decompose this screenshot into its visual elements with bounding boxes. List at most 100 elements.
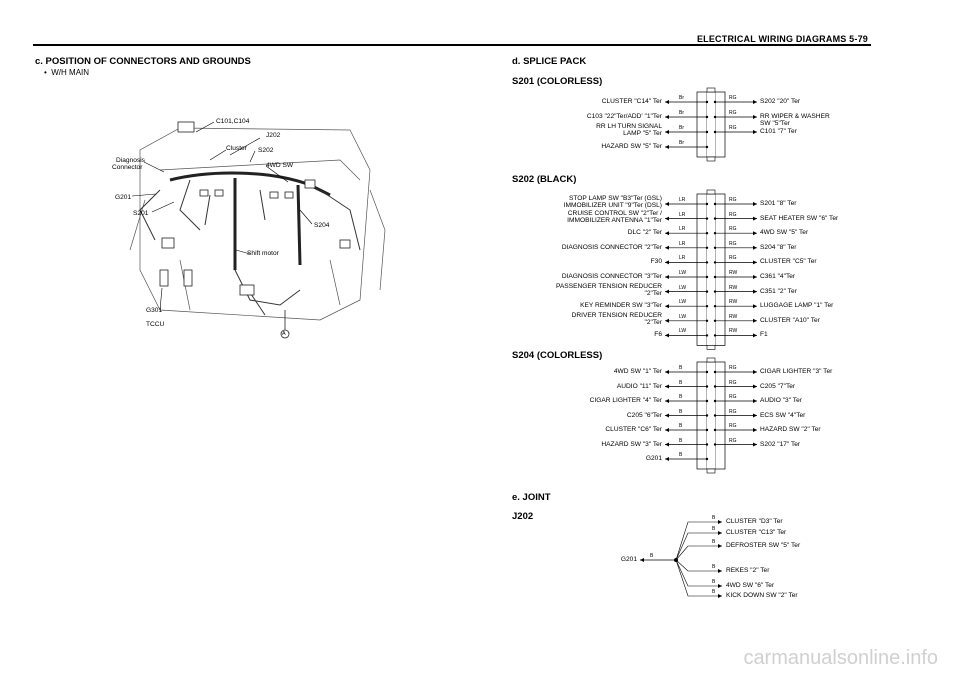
s204-left-arrow xyxy=(665,384,669,389)
s202-right-label: S201 "8" Ter xyxy=(760,200,797,207)
s202-title: S202 (BLACK) xyxy=(512,174,577,185)
joint-branch-label: 4WD SW "6" Ter xyxy=(726,582,775,589)
s202-pin xyxy=(713,202,717,206)
label-a: A xyxy=(282,331,286,337)
s204-box xyxy=(696,361,726,470)
s202-right-arrow xyxy=(753,216,757,221)
s202-right-arrow xyxy=(753,231,757,236)
joint-branch-arrow xyxy=(718,544,722,548)
label-g201: G201 xyxy=(115,194,132,201)
s202-right-label: C351 "2" Ter xyxy=(760,287,797,295)
s202-pin xyxy=(705,217,709,220)
s202-left-label-line2: "2"Ter xyxy=(644,318,662,326)
s204-pin xyxy=(705,385,709,388)
s204-left-label: CIGAR LIGHTER "4" Ter xyxy=(589,397,662,404)
s202-left-label: F30 xyxy=(650,258,662,266)
s202-right-wire-color: RW xyxy=(729,313,738,320)
label-tccu: TCCU xyxy=(146,321,165,328)
label-4wd-sw: 4WD SW xyxy=(266,162,294,169)
s204-pin xyxy=(705,399,709,403)
s202-pin xyxy=(713,334,717,337)
s202-right-arrow xyxy=(753,318,757,323)
s204-left-arrow xyxy=(665,413,669,418)
joint-branch-arrow xyxy=(718,531,722,535)
s202-left-label: STOP LAMP SW "B3"Ter (GSL) xyxy=(569,195,662,202)
s202-right-label: CLUSTER "A10" Ter xyxy=(760,316,820,324)
s201-left-wire-color: Br xyxy=(679,125,684,131)
s202-left-wire-color: LR xyxy=(679,226,686,233)
s202-right-wire-color: RG xyxy=(729,240,737,247)
s202-pin xyxy=(705,275,709,279)
s201-left-arrow xyxy=(665,115,669,119)
s201-tab-bottom xyxy=(706,156,716,162)
s202-left-label: KEY REMINDER SW "3"Ter xyxy=(580,302,662,310)
s201-right-label-line2: SW "5"Ter xyxy=(760,120,790,127)
bullet-item: • W/H MAIN xyxy=(44,68,90,77)
s202-left-wire-color: LR xyxy=(679,197,686,203)
s204-right-label: CIGAR LIGHTER "3" Ter xyxy=(760,368,833,375)
s201-left-wire-color: Br xyxy=(679,140,684,146)
s202-pin xyxy=(713,261,717,264)
s204-right-wire-color: RG xyxy=(729,394,737,400)
s204-right-wire-color: RG xyxy=(729,423,737,429)
label-g301: G301 xyxy=(146,307,163,314)
s202-right-label: LUGGAGE LAMP "1" Ter xyxy=(760,302,834,310)
joint-left-arrow xyxy=(640,558,644,562)
s204-right-arrow xyxy=(753,413,757,418)
s204-left-wire-color: B xyxy=(679,452,683,458)
s202-left-wire-color: LW xyxy=(679,328,687,335)
s202-right-arrow xyxy=(753,304,757,309)
s204-right-label: AUDIO "3" Ter xyxy=(760,397,802,404)
label-c101-c104: C101,C104 xyxy=(216,118,250,125)
s202-left-arrow xyxy=(665,245,669,250)
s202-left-label-line2: IMMOBILIZER ANTENNA "1"Ter xyxy=(567,216,662,224)
joint-branch-arrow xyxy=(718,569,722,573)
joint-branch-wire xyxy=(675,545,722,561)
s201-pin xyxy=(705,130,709,134)
s202-left-wire-color: LW xyxy=(679,313,687,320)
joint-branch-label: KICK DOWN SW "2" Ter xyxy=(726,592,798,599)
s204-pin xyxy=(713,443,717,446)
s202-right-arrow xyxy=(753,260,757,265)
s202-right-wire-color: RW xyxy=(729,270,738,276)
s202-right-label: F1 xyxy=(760,331,768,339)
s202-right-arrow xyxy=(753,275,757,279)
s202-left-arrow xyxy=(665,231,669,236)
s204-left-label: HAZARD SW "3" Ter xyxy=(601,440,662,448)
s202-right-label: C361 "4"Ter xyxy=(760,273,796,280)
s204-left-wire-color: B xyxy=(679,365,683,371)
s204-tab-bottom xyxy=(706,468,716,474)
joint-left-label: G201 xyxy=(620,556,637,563)
s204-left-label: CLUSTER "C6" Ter xyxy=(605,426,662,433)
joint-branch-label: CLUSTER "C13" Ter xyxy=(726,529,787,536)
s201-left-label: C103 "22"Ter/ADD' "1"Ter xyxy=(586,113,662,120)
s201-right-arrow xyxy=(753,100,757,104)
s202-left-label: DIAGNOSIS CONNECTOR "3"Ter xyxy=(561,273,662,280)
s201-right-label: S202 "20" Ter xyxy=(760,98,801,105)
joint-branch-wire-color: B xyxy=(712,579,716,585)
s202-left-wire-color: LR xyxy=(679,240,686,247)
s204-title: S204 (COLORLESS) xyxy=(512,350,603,361)
s201-right-wire-color: RG xyxy=(729,95,737,101)
s204-pin xyxy=(705,370,709,374)
s204-left-arrow xyxy=(665,428,669,432)
s202-pin xyxy=(705,305,709,308)
s204-left-label: G201 xyxy=(645,455,662,462)
s204-pin xyxy=(705,414,709,417)
label-connector: Connector xyxy=(112,164,143,171)
s204-left-wire-color: B xyxy=(679,408,683,415)
s204-left-arrow xyxy=(665,399,669,403)
s202-right-label: S204 "8" Ter xyxy=(760,243,797,251)
s201-left-arrow xyxy=(665,100,669,104)
s202-right-wire-color: RW xyxy=(729,284,738,291)
s202-left-arrow xyxy=(665,304,669,309)
s201-left-label-line2: LAMP "5" Ter xyxy=(623,130,662,137)
label-s202: S202 xyxy=(258,147,274,154)
s201-title: S201 (COLORLESS) xyxy=(512,76,603,87)
s202-pin xyxy=(705,319,709,322)
s202-pin xyxy=(705,261,709,264)
s201-pin xyxy=(713,100,717,104)
joint-branch-arrow xyxy=(718,520,722,524)
joint-branch-wire xyxy=(675,532,722,561)
joint-branch-wire-color: B xyxy=(712,539,716,545)
